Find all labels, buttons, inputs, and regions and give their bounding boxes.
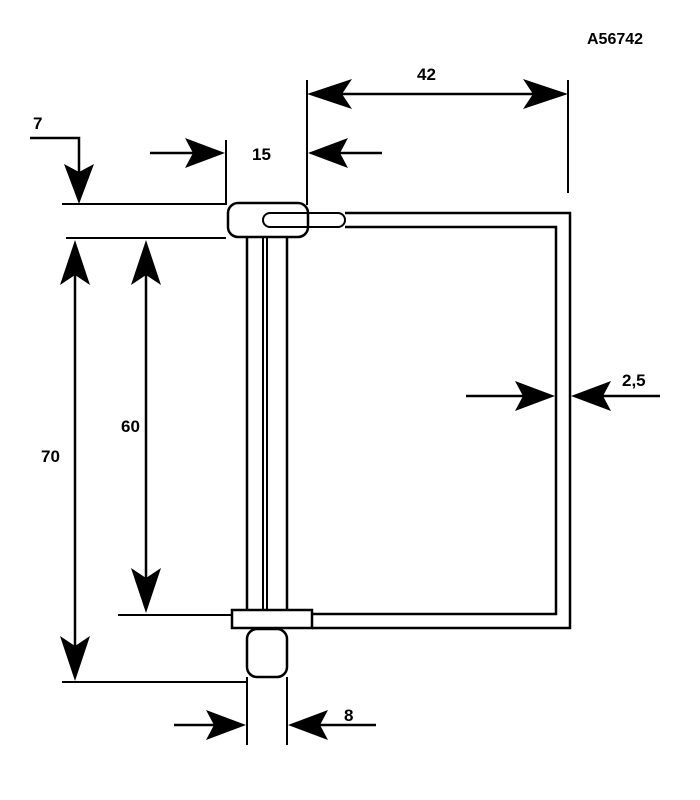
dimension-wire-thickness: 2,5: [466, 371, 660, 411]
pin-collar: [230, 608, 314, 630]
pin-assembly: [226, 201, 346, 745]
dimension-label-pin-diameter: 8: [344, 706, 353, 725]
dimension-top-offset: 7: [30, 114, 94, 204]
arrowhead: [60, 636, 90, 681]
dimension-label-overall-length: 70: [41, 447, 60, 466]
dimension-label-head-gap: 15: [252, 145, 271, 164]
arrowhead: [64, 164, 94, 204]
arrowhead: [131, 240, 161, 285]
dimension-overall-length: 70: [41, 240, 90, 681]
pin-tip: [245, 627, 289, 679]
arrowhead: [206, 710, 246, 740]
wire-loop: [312, 211, 572, 630]
dimension-label-top-offset: 7: [33, 114, 42, 133]
dimension-head-gap: 15: [150, 138, 382, 205]
arrowhead: [60, 240, 90, 285]
arrowhead: [523, 79, 568, 109]
dimension-pin-diameter: 8: [174, 706, 376, 740]
dimension-inner-length: 60: [121, 240, 161, 613]
part-number: A56742: [587, 31, 643, 48]
wire-inner: [312, 225, 558, 616]
dimension-label-width: 42: [417, 65, 436, 84]
arrowhead: [307, 79, 352, 109]
wire-outer: [312, 211, 572, 630]
wire-end-slot: [262, 212, 346, 228]
arrowhead: [308, 138, 348, 168]
arrowhead: [185, 138, 225, 168]
pin-head: [226, 201, 310, 239]
arrowhead: [515, 381, 555, 411]
arrowhead: [131, 568, 161, 613]
dimension-width: 42: [306, 65, 569, 205]
dimension-label-inner-length: 60: [121, 417, 140, 436]
arrowhead: [571, 381, 611, 411]
arrowhead: [288, 710, 328, 740]
dimension-label-wire-thickness: 2,5: [622, 371, 646, 390]
